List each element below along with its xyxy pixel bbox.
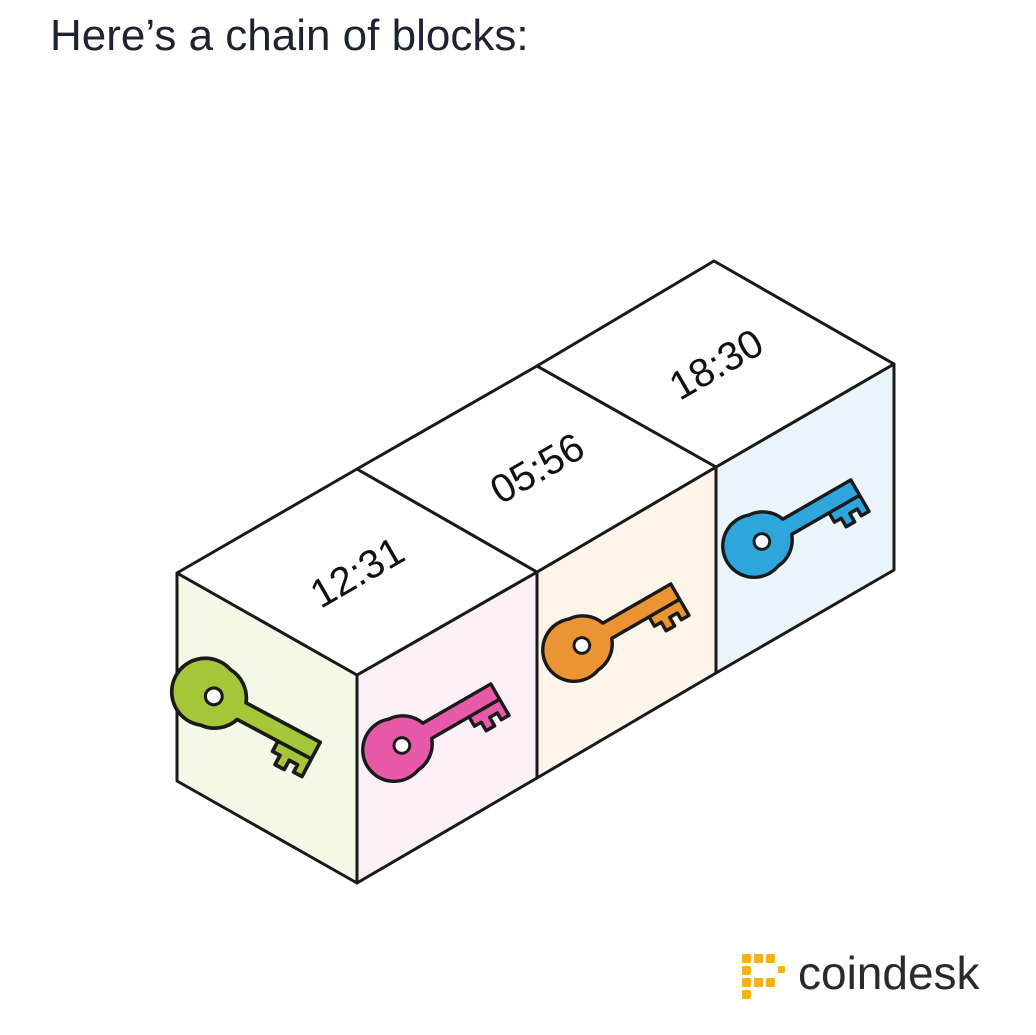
page-heading: Here’s a chain of blocks: <box>50 11 529 60</box>
brand-name: coindesk <box>798 947 981 999</box>
block-3-top-face <box>535 259 896 469</box>
coindesk-logo-icon <box>742 954 785 999</box>
